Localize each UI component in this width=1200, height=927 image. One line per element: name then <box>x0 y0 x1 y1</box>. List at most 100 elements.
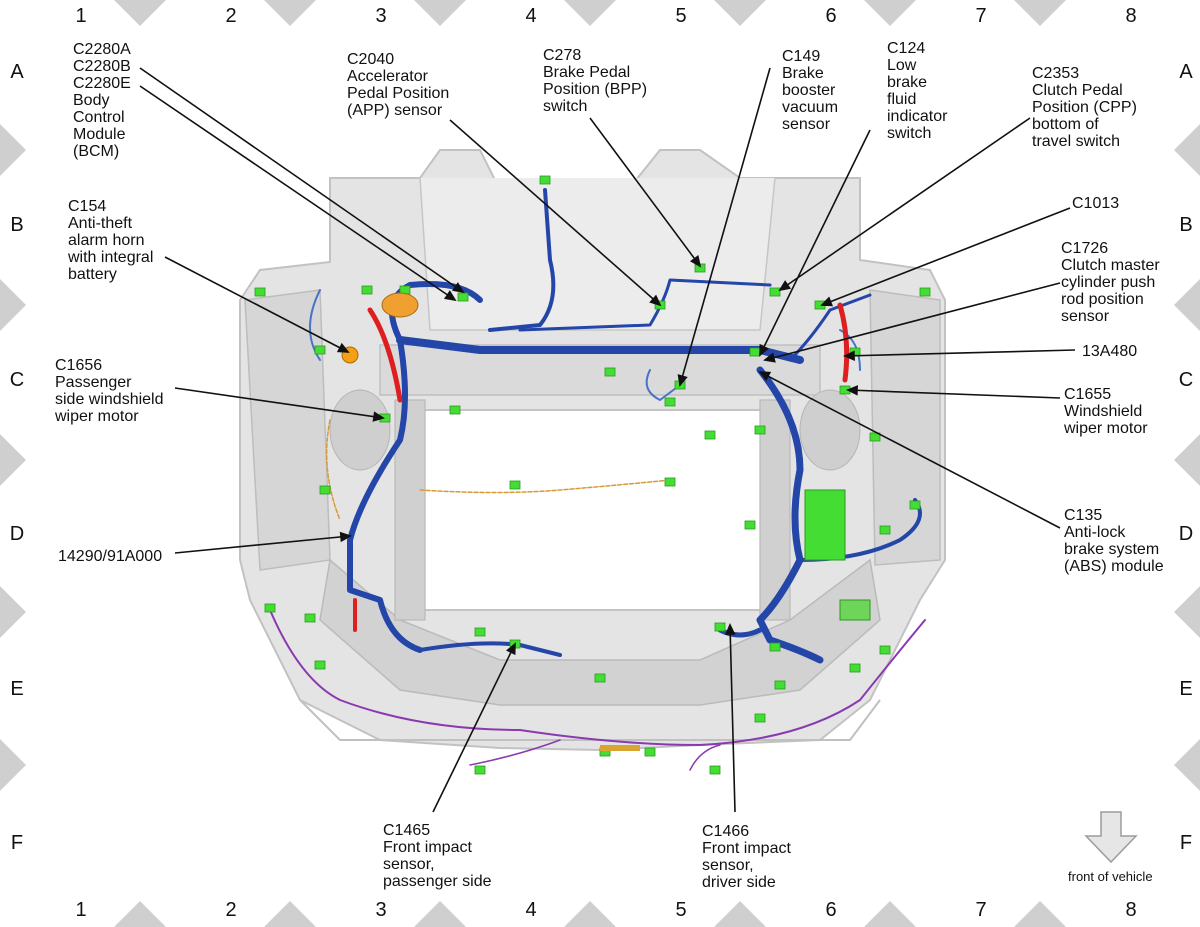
arrowhead <box>689 255 702 268</box>
h13a480-leader <box>844 349 1076 357</box>
grid-column-label-bottom: 1 <box>75 899 86 921</box>
top-border-marker <box>864 0 916 26</box>
callout-bpp: C278 Brake Pedal Position (BPP) switch <box>543 47 648 115</box>
connector <box>319 485 331 495</box>
top-border-marker <box>114 0 166 26</box>
bottom-border-marker <box>114 901 166 927</box>
arrowhead <box>339 531 352 543</box>
left-border-marker <box>0 739 26 791</box>
connector <box>254 287 266 297</box>
connector <box>754 425 766 435</box>
grid-column-label-bottom: 4 <box>525 899 536 921</box>
c1466-leader <box>729 624 736 813</box>
bottom-border-marker <box>264 901 316 927</box>
grid-row-label-left: C <box>10 369 24 391</box>
arrowhead <box>725 623 736 635</box>
connector <box>314 345 326 355</box>
bpp-leader <box>589 117 701 267</box>
callout-c135: C135 Anti-lock brake system (ABS) module <box>1064 507 1164 575</box>
right-border-marker <box>1174 434 1200 486</box>
callout-c1726: C1726 Clutch master cylinder push rod po… <box>1061 240 1160 325</box>
connector <box>709 765 721 775</box>
grid-row-label-left: E <box>10 678 23 700</box>
leader-lines <box>139 67 1076 813</box>
callout-bcm: C2280A C2280B C2280E Body Control Module… <box>73 41 131 160</box>
arrowhead <box>336 342 350 353</box>
connector <box>664 477 676 487</box>
connector <box>769 642 781 652</box>
connector <box>361 285 373 295</box>
right-border-marker <box>1174 739 1200 791</box>
top-border-marker <box>1014 0 1066 26</box>
connector <box>264 603 276 613</box>
bottom-border-marker <box>564 901 616 927</box>
grid-column-label-bottom: 3 <box>375 899 386 921</box>
c1465-leader <box>432 643 516 813</box>
callout-c1656: C1656 Passenger side windshield wiper mo… <box>55 357 164 425</box>
grid-column-label-bottom: 7 <box>975 899 986 921</box>
arrowhead <box>758 371 772 382</box>
connector <box>754 713 766 723</box>
connector <box>919 287 931 297</box>
callout-c149: C149 Brake booster vacuum sensor <box>782 48 839 133</box>
connector <box>879 645 891 655</box>
c1655-leader <box>847 389 1061 399</box>
arrowhead <box>649 294 662 307</box>
grid-column-label-bottom: 8 <box>1125 899 1136 921</box>
grid-column-label-top: 8 <box>1125 5 1136 27</box>
connector <box>879 525 891 535</box>
top-border-marker <box>714 0 766 26</box>
grid-column-label-top: 5 <box>675 5 686 27</box>
connector <box>909 500 921 510</box>
components <box>341 292 871 751</box>
right-border-marker <box>1174 279 1200 331</box>
app-leader <box>449 119 661 306</box>
arrowhead <box>759 343 770 357</box>
right-border-marker <box>1174 586 1200 638</box>
grid-column-label-top: 3 <box>375 5 386 27</box>
connector <box>474 765 486 775</box>
c1726-leader <box>764 282 1061 361</box>
arrowhead <box>820 296 834 307</box>
callout-c124: C124 Low brake fluid indicator switch <box>887 40 948 142</box>
c2353-leader <box>779 117 1031 291</box>
grid-column-label-bottom: 6 <box>825 899 836 921</box>
grid-row-label-right: B <box>1179 214 1192 236</box>
c135-leader <box>759 371 1061 529</box>
bcm-leader-b <box>139 85 456 301</box>
callout-h14290: 14290/91A000 <box>58 548 163 565</box>
grid-row-label-right: F <box>1180 832 1192 854</box>
vehicle-frame <box>239 149 946 752</box>
callout-c154: C154 Anti-theft alarm horn with integral… <box>68 198 154 283</box>
left-border-marker <box>0 124 26 176</box>
arrowhead <box>443 290 457 302</box>
connector <box>539 175 551 185</box>
arrowhead <box>677 374 688 387</box>
connector <box>449 405 461 415</box>
arrowhead <box>506 642 516 656</box>
c154-leader <box>164 256 349 353</box>
callout-h13a480: 13A480 <box>1082 343 1138 360</box>
connector <box>509 480 521 490</box>
connector <box>644 747 656 757</box>
grid-column-label-bottom: 5 <box>675 899 686 921</box>
grid-row-label-left: F <box>11 832 23 854</box>
arrowhead <box>846 385 858 396</box>
c124-leader <box>759 129 871 356</box>
c149-leader <box>679 67 771 386</box>
grid-row-label-right: E <box>1179 678 1192 700</box>
connector <box>769 287 781 297</box>
arrowhead <box>372 411 385 422</box>
grid-column-label-top: 7 <box>975 5 986 27</box>
bottom-border-marker <box>1014 901 1066 927</box>
connector <box>869 432 881 442</box>
grid-row-label-left: B <box>10 214 23 236</box>
arrowhead <box>451 282 465 294</box>
left-border-marker <box>0 434 26 486</box>
left-border-marker <box>0 586 26 638</box>
top-border-marker <box>564 0 616 26</box>
connector <box>594 673 606 683</box>
c1013-leader <box>821 207 1071 306</box>
